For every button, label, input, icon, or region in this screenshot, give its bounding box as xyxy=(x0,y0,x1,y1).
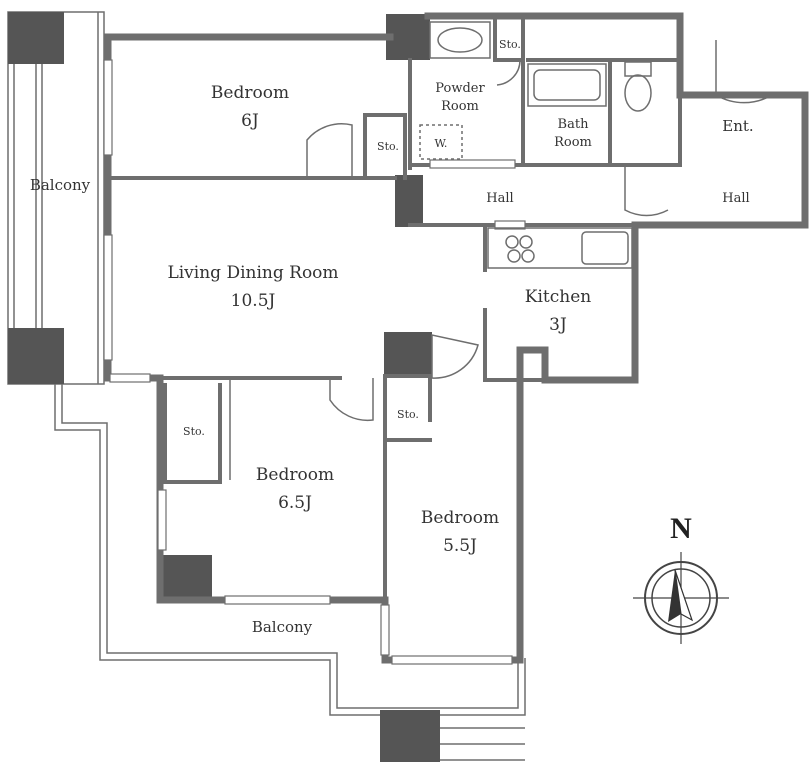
north-label: N xyxy=(670,512,692,545)
bedroom-sw-size: 6.5J xyxy=(278,493,312,513)
bath-room-line2: Room xyxy=(554,135,592,150)
kitchen-size: 3J xyxy=(549,315,567,335)
hall-1-label: Hall xyxy=(486,191,513,206)
storage-bed3-label: Sto. xyxy=(397,408,419,421)
bedroom-nw-name: Bedroom xyxy=(211,83,289,103)
bedroom-s-size: 5.5J xyxy=(443,536,477,556)
powder-room-line2: Room xyxy=(441,99,479,114)
storage-top-label: Sto. xyxy=(499,38,521,51)
kitchen-name: Kitchen xyxy=(525,287,591,307)
doors xyxy=(229,40,773,480)
washer-label: W. xyxy=(435,137,448,150)
windows xyxy=(103,59,526,665)
fixtures xyxy=(419,21,652,269)
storage-bed1-label: Sto. xyxy=(377,140,399,153)
living-size: 10.5J xyxy=(231,291,276,311)
bedroom-s-name: Bedroom xyxy=(421,508,499,528)
hall-2-label: Hall xyxy=(722,191,749,206)
storage-bed2-label: Sto. xyxy=(183,425,205,438)
structural-pillars xyxy=(8,12,440,762)
bedroom-nw-size: 6J xyxy=(241,111,259,131)
room-labels: Bedroom 6J Living Dining Room 10.5J Kitc… xyxy=(30,38,754,636)
south-balcony-outline xyxy=(54,384,526,761)
bedroom-sw-name: Bedroom xyxy=(256,465,334,485)
balcony-west-label: Balcony xyxy=(30,176,91,194)
balcony-south-label: Balcony xyxy=(252,618,313,636)
living-name: Living Dining Room xyxy=(167,263,338,283)
entrance-label: Ent. xyxy=(722,117,753,135)
powder-room-line1: Powder xyxy=(435,81,485,96)
bath-room-line1: Bath xyxy=(558,117,590,132)
compass-rose-icon: N xyxy=(633,512,729,644)
